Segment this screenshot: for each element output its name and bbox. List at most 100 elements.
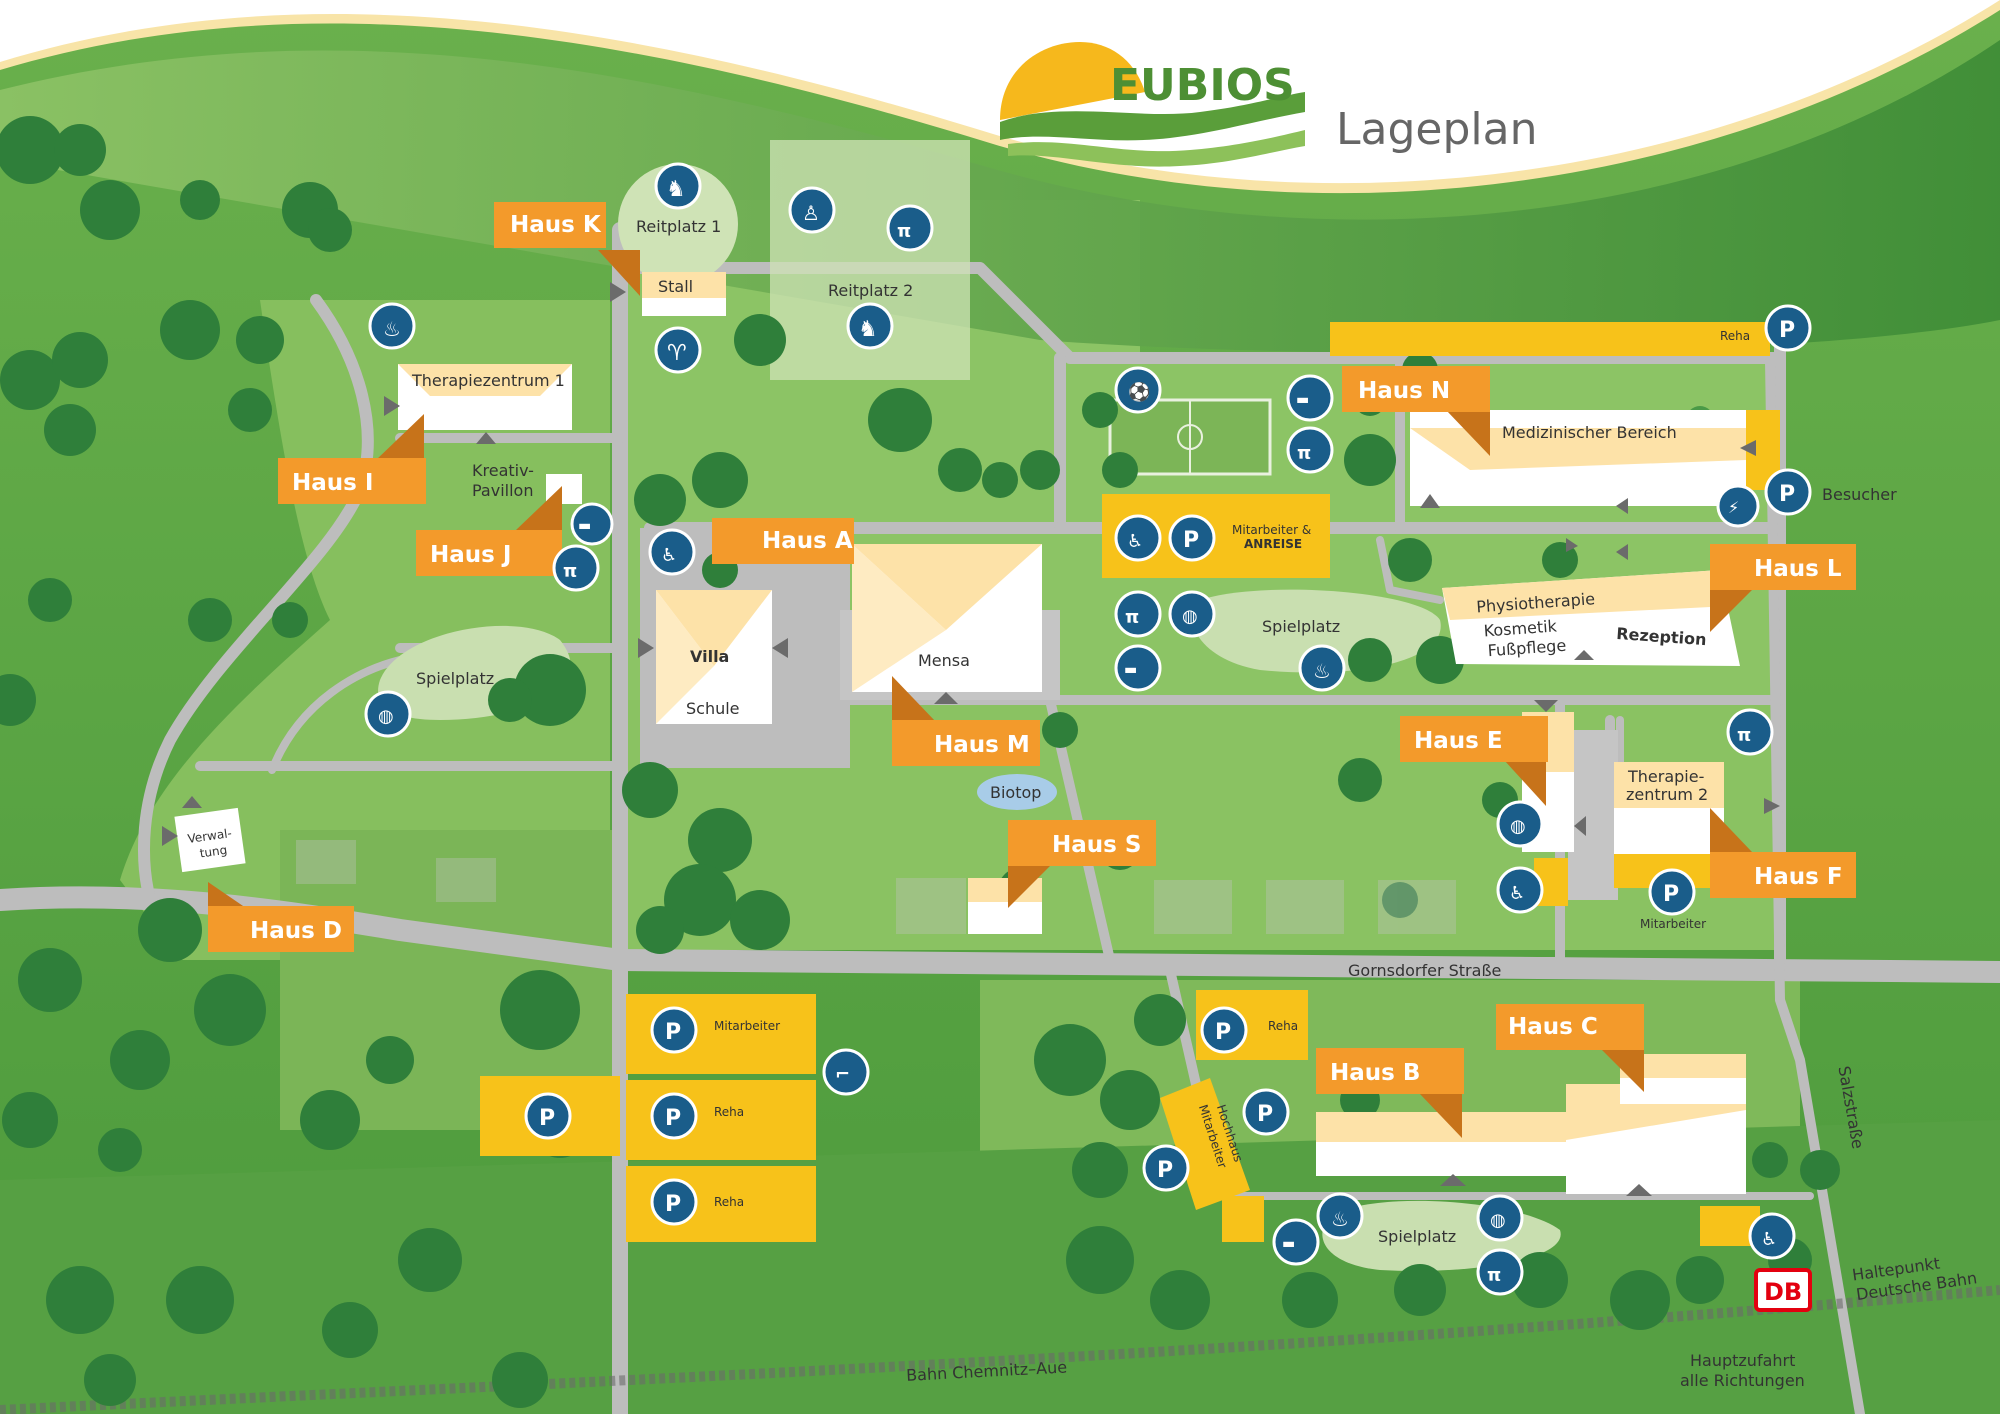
svg-text:P: P	[1215, 1020, 1231, 1045]
eubios-logo: EUBIOS Lageplan	[1000, 42, 1537, 167]
campfire-icon[interactable]: ♨	[368, 302, 416, 350]
hauptzufahrt-label-1: Hauptzufahrt	[1690, 1351, 1795, 1370]
haus-f-tag[interactable]: Haus F	[1710, 808, 1856, 898]
ev-charging-icon[interactable]: ⚡	[1716, 484, 1760, 528]
alpaca-icon[interactable]: ♙	[788, 186, 836, 234]
parking-icon[interactable]: P	[1168, 514, 1216, 562]
wheelchair-parking-icon[interactable]: ♿	[1496, 866, 1544, 914]
hauptzufahrt-label-2: alle Richtungen	[1680, 1371, 1805, 1390]
spielplatz-west-label: Spielplatz	[416, 669, 494, 688]
therapiezentrum-2-label-2: zentrum 2	[1626, 785, 1708, 804]
parking-reha-north	[1330, 322, 1770, 356]
parking-icon[interactable]: P	[524, 1092, 572, 1140]
mensa-label: Mensa	[918, 651, 970, 670]
haus-i-label: Haus I	[292, 470, 373, 496]
parking-hochhaus	[1160, 1078, 1250, 1210]
svg-text:π: π	[1297, 443, 1311, 464]
svg-text:♙: ♙	[802, 201, 820, 225]
therapiezentrum-1-label: Therapiezentrum 1	[411, 371, 565, 390]
parking-icon[interactable]: P	[650, 1006, 698, 1054]
svg-text:▬: ▬	[1282, 1236, 1295, 1252]
haus-e-label: Haus E	[1414, 728, 1503, 754]
parking-icon[interactable]: P	[1764, 304, 1812, 352]
haus-a-tag[interactable]: Haus A	[712, 518, 854, 564]
smoking-area-icon[interactable]: ▬	[1286, 374, 1334, 422]
stairs-icon[interactable]: ⌐	[822, 1048, 870, 1096]
svg-text:P: P	[1779, 318, 1795, 343]
svg-text:π: π	[563, 561, 577, 582]
playground-icon[interactable]: ◍	[1476, 1194, 1524, 1242]
parking-icon[interactable]: P	[1648, 868, 1696, 916]
haus-c-tag[interactable]: Haus C	[1496, 1004, 1644, 1092]
parking-mitarbeiter-anreise-label-1: Mitarbeiter &	[1232, 523, 1311, 537]
haus-s-tag[interactable]: Haus S	[1008, 820, 1156, 908]
haus-l-label: Haus L	[1754, 556, 1842, 582]
db-logo-text: DB	[1764, 1278, 1802, 1306]
smoking-area-icon[interactable]: ▬	[1272, 1218, 1320, 1266]
smoking-area-icon[interactable]: ▬	[570, 502, 614, 546]
place-labels: Reitplatz 1 Reitplatz 2 Stall Therapieze…	[187, 217, 1979, 1390]
football-icon[interactable]: ⚽	[1114, 366, 1162, 414]
svg-text:◍: ◍	[1490, 1210, 1506, 1231]
haus-i-tag[interactable]: Haus I	[278, 414, 426, 504]
haus-n-tag[interactable]: Haus N	[1342, 366, 1490, 456]
wheelchair-parking-icon[interactable]: ♿	[1114, 514, 1162, 562]
haus-c-label: Haus C	[1508, 1014, 1598, 1040]
haus-m-label: Haus M	[934, 732, 1030, 758]
haus-a-label: Haus A	[762, 528, 853, 554]
svg-text:♈: ♈	[667, 341, 687, 366]
picnic-bench-icon[interactable]: π	[1726, 708, 1774, 756]
picnic-bench-icon[interactable]: π	[1476, 1248, 1524, 1296]
svg-text:P: P	[1779, 482, 1795, 507]
campfire-icon[interactable]: ♨	[1316, 1192, 1364, 1240]
wheelchair-parking-icon[interactable]: ♿	[648, 528, 696, 576]
picnic-bench-icon[interactable]: π	[1114, 590, 1162, 638]
haus-d-tag[interactable]: Haus D	[208, 882, 354, 952]
campfire-icon[interactable]: ♨	[1298, 644, 1346, 692]
verwaltung-building	[174, 807, 246, 873]
spielplatz-mid-label: Spielplatz	[1262, 617, 1340, 636]
playground-icon[interactable]: ◍	[1168, 590, 1216, 638]
horse-icon[interactable]: ♞	[846, 302, 894, 350]
map-icons: ♞ ♙ π ♈ ♞ ♨ ▬ π ♿ ◍ ⚽ ▬ π ♿ P π ◍ ▬ ♨ P …	[364, 162, 1812, 1296]
parking-mitarbeiter-f-label: Mitarbeiter	[1640, 917, 1706, 931]
haus-j-tag[interactable]: Haus J	[416, 486, 562, 576]
parking-icon[interactable]: P	[650, 1092, 698, 1140]
haus-labels: Haus K Haus I Haus J Haus A Haus M Haus …	[208, 202, 1856, 1138]
parking-icon[interactable]: P	[1142, 1144, 1190, 1192]
svg-text:π: π	[1737, 725, 1751, 746]
playground-icon[interactable]: ◍	[1496, 800, 1544, 848]
verwaltung-label-2: tung	[199, 843, 228, 861]
haus-m-tag[interactable]: Haus M	[892, 676, 1040, 766]
header-white	[0, 0, 2000, 184]
haus-k-label: Haus K	[510, 212, 602, 238]
svg-text:P: P	[1663, 882, 1679, 907]
stall-label: Stall	[658, 277, 693, 296]
picnic-bench-icon[interactable]: π	[552, 544, 600, 592]
wheelchair-parking-icon[interactable]: ♿	[1748, 1212, 1796, 1260]
playground-icon[interactable]: ◍	[364, 690, 412, 738]
horse-icon[interactable]: ♞	[654, 162, 702, 210]
parking-reha-south-label: Reha	[1268, 1019, 1298, 1033]
parking-south-west	[1222, 1196, 1264, 1242]
haus-e-tag[interactable]: Haus E	[1400, 716, 1548, 806]
svg-text:♞: ♞	[858, 317, 878, 342]
haus-l-tag[interactable]: Haus L	[1710, 544, 1856, 632]
svg-text:π: π	[1125, 607, 1139, 628]
smoking-area-icon[interactable]: ▬	[1114, 644, 1162, 692]
goat-icon[interactable]: ♈	[654, 326, 702, 374]
haus-b-tag[interactable]: Haus B	[1316, 1048, 1464, 1138]
haus-k-tag[interactable]: Haus K	[494, 202, 640, 296]
picnic-bench-icon[interactable]: π	[1286, 426, 1334, 474]
parking-icon[interactable]: P	[1200, 1006, 1248, 1054]
picnic-bench-icon[interactable]: π	[886, 204, 934, 252]
parking-icon[interactable]: P	[650, 1178, 698, 1226]
parking-reha-north-label: Reha	[1720, 329, 1750, 343]
svg-text:♿: ♿	[661, 545, 677, 566]
parking-icon[interactable]: P	[1242, 1088, 1290, 1136]
svg-text:▬: ▬	[1296, 392, 1309, 408]
parking-mitarbeiter-anreise-label-2: ANREISE	[1244, 537, 1302, 551]
parking-icon[interactable]: P	[1764, 468, 1812, 516]
svg-text:◍: ◍	[1182, 606, 1198, 627]
svg-text:π: π	[897, 221, 911, 242]
